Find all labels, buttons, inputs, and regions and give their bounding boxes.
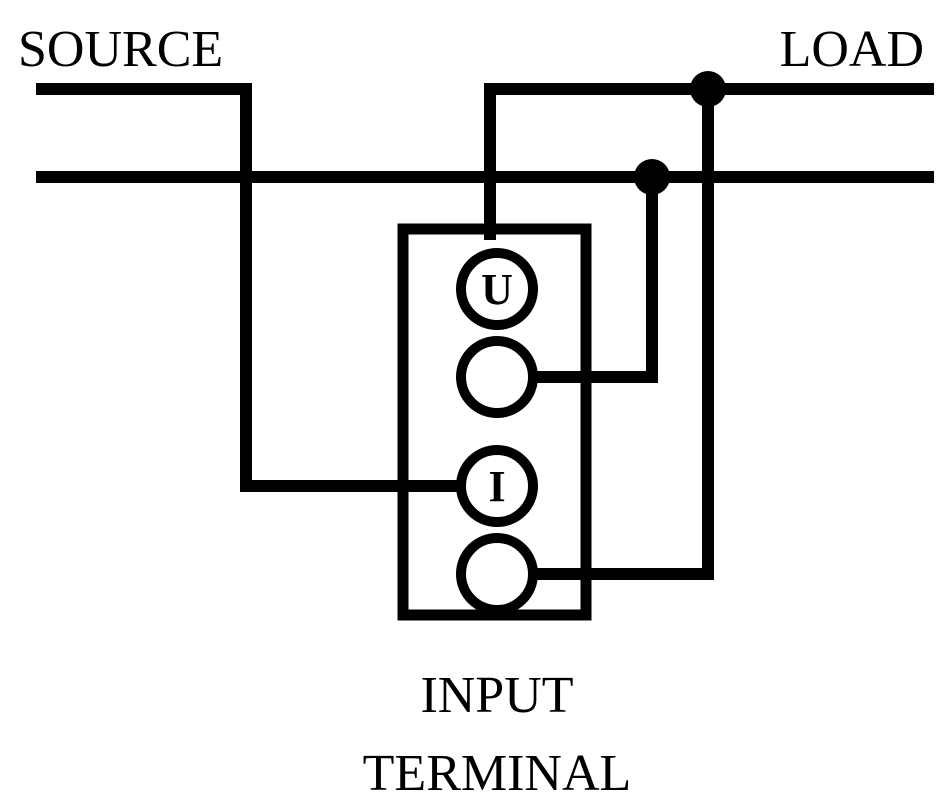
terminal-i-label: I [488,462,505,511]
load-label: LOAD [780,21,924,78]
terminal-u: U [456,248,538,330]
neutral-junction-dot [634,159,670,195]
terminal-current-out [456,533,538,615]
load-junction-dot [690,71,726,107]
load-tap-wire [526,83,714,580]
load-phase-wire [484,83,934,240]
source-label: SOURCE [18,21,223,78]
terminal-u-label: U [481,265,513,314]
neutral-tap-wire [526,171,658,383]
terminal-i: I [456,445,538,527]
caption-line1: INPUT [420,667,573,724]
source-phase-wire [36,83,469,492]
terminal-voltage-neutral [456,336,538,418]
input-terminal-box [397,223,592,621]
caption-line2: TERMINAL [363,745,632,802]
